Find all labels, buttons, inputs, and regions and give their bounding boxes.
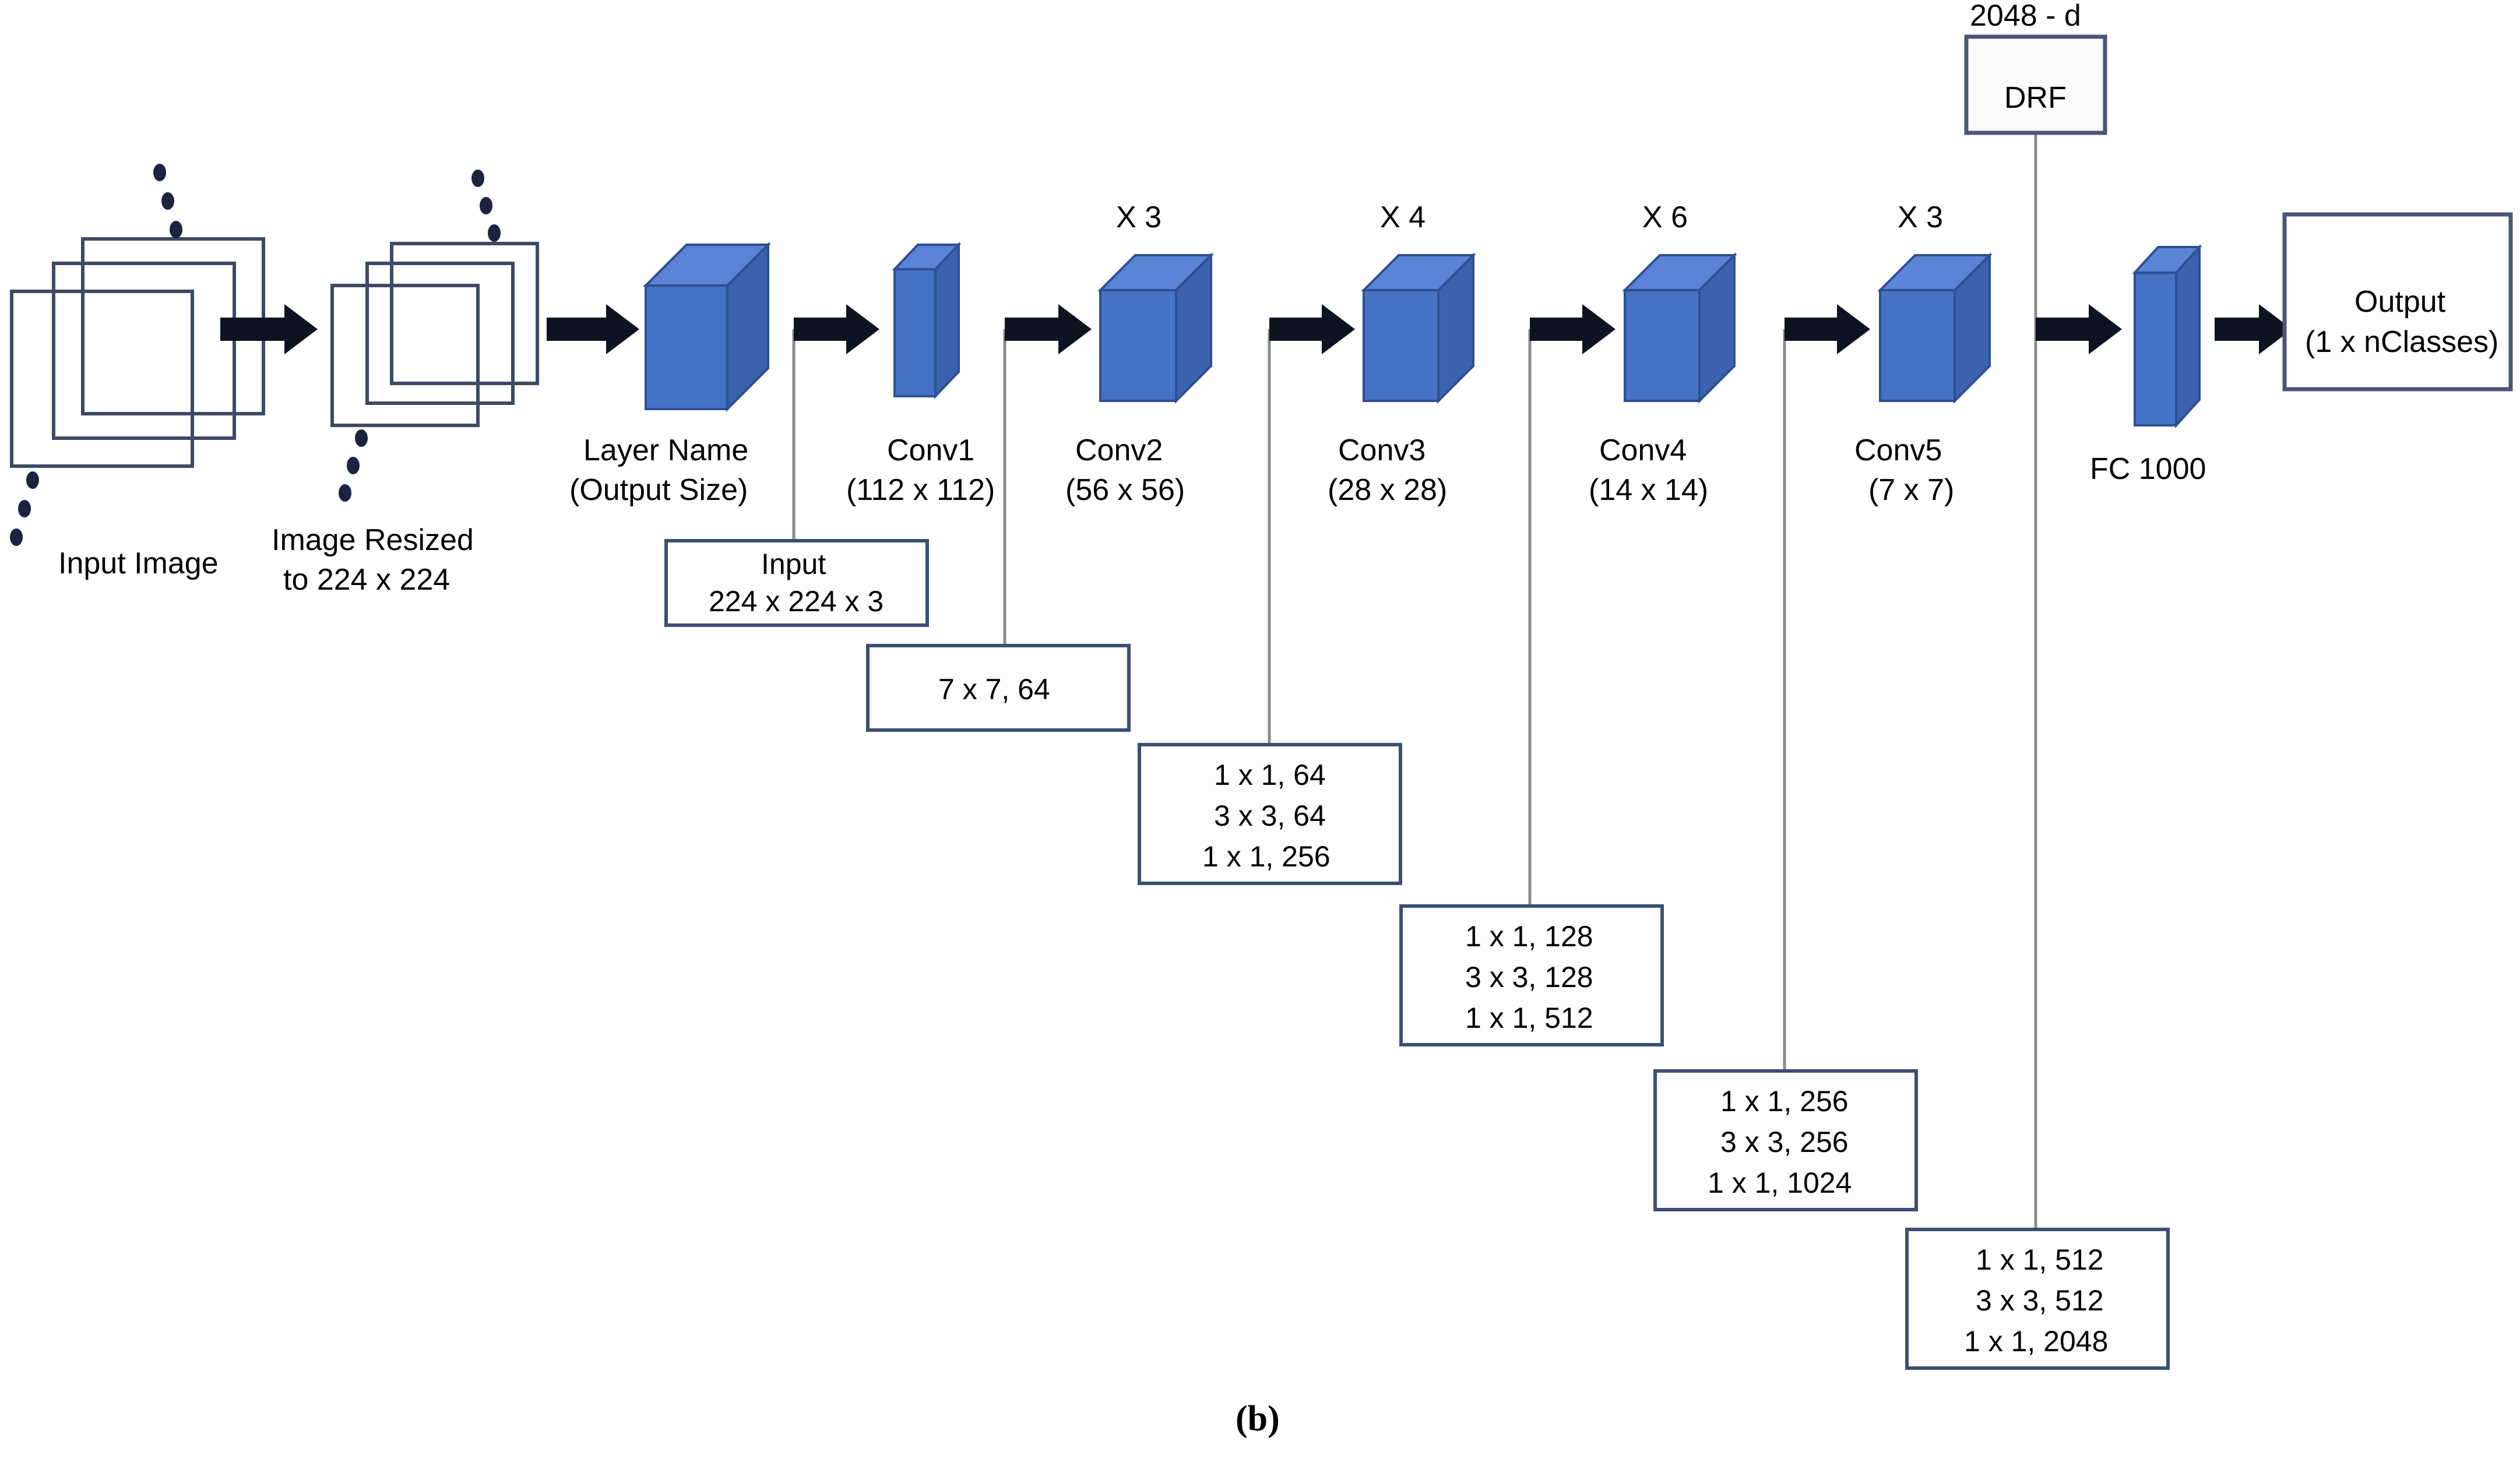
ellipsis-dot (10, 528, 23, 546)
spec-line: 3 x 3, 256 (1720, 1126, 1849, 1158)
spec-line: Input (761, 548, 826, 580)
spec-box-frame (1653, 1069, 1918, 1211)
spec-line: 3 x 3, 64 (1214, 799, 1326, 832)
stage-label-conv5-line1: Conv5 (1854, 434, 1942, 467)
arrow-conv1-to-conv2 (1005, 304, 1092, 354)
cube-front-face (1099, 289, 1177, 402)
multiplier-conv3: X 4 (1380, 200, 1426, 234)
arrow-resized-to-layername (547, 304, 639, 354)
spec-line: 1 x 1, 256 (1720, 1085, 1849, 1118)
input-image-rect-back (10, 290, 194, 468)
spec-box-frame (1905, 1228, 2170, 1370)
ellipsis-dot (355, 429, 368, 447)
stage-label-conv4-line2: (14 x 14) (1589, 473, 1708, 507)
spec-line: 1 x 1, 64 (1214, 759, 1326, 791)
arrow-conv4-to-conv5 (1785, 304, 1870, 354)
cube-side-face (2175, 244, 2201, 429)
resized-image-rect-back (330, 284, 480, 427)
cube-conv2 (1097, 252, 1214, 404)
spec-box-conv2[interactable]: 1 x 1, 64 3 x 3, 64 1 x 1, 256 (1138, 743, 1402, 885)
spec-box-conv5[interactable]: 1 x 1, 512 3 x 3, 512 1 x 1, 2048 (1905, 1228, 2170, 1370)
spec-line: 1 x 1, 128 (1465, 920, 1593, 953)
arrow-conv3-to-conv4 (1530, 304, 1616, 354)
cube-conv3 (1361, 252, 1476, 404)
stage-label-conv1-line1: Conv1 (887, 434, 974, 467)
resized-label-line1: Image Resized (272, 523, 474, 557)
spec-line: 7 x 7, 64 (938, 673, 1050, 706)
spec-box-conv1[interactable]: 7 x 7, 64 (866, 644, 1131, 732)
spec-box-frame (1399, 904, 1664, 1046)
multiplier-conv2: X 3 (1116, 200, 1162, 234)
ellipsis-dot (480, 197, 492, 214)
output-label-line1: Output (2354, 285, 2446, 319)
leader-lines (792, 133, 2037, 1229)
cube-front-face (1363, 289, 1440, 402)
figure-caption: (b) (1236, 1399, 1280, 1439)
stage-label-conv1-line2: (112 x 112) (846, 473, 995, 507)
output-label-line2: (1 x nClasses) (2305, 325, 2498, 359)
cube-conv5 (1877, 252, 1993, 404)
slab-conv1 (892, 242, 962, 399)
arrow-input-to-resized (220, 304, 318, 354)
cube-layer-name (643, 242, 771, 412)
spec-box-frame (1138, 743, 1402, 885)
cube-front-face (2134, 272, 2177, 427)
spec-box-conv3[interactable]: 1 x 1, 128 3 x 3, 128 1 x 1, 512 (1399, 904, 1664, 1046)
ellipsis-dot (153, 164, 166, 181)
stage-label-conv4-line1: Conv4 (1599, 434, 1687, 467)
spec-line: 1 x 1, 1024 (1708, 1167, 1852, 1199)
stage-label-conv2-line2: (56 x 56) (1065, 473, 1185, 507)
stage-label-conv3-line2: (28 x 28) (1328, 473, 1447, 507)
resized-image-stack (330, 170, 539, 502)
ellipsis-dot (26, 471, 39, 489)
resized-label-line2: to 224 x 224 (283, 563, 450, 597)
cube-front-face (1879, 289, 1956, 402)
stage-label-conv5-line2: (7 x 7) (1868, 473, 1954, 507)
spec-line: 1 x 1, 2048 (1964, 1325, 2108, 1358)
arrow-conv5-to-fc (2036, 304, 2122, 354)
spec-box-input[interactable]: Input 224 x 224 x 3 (664, 539, 929, 627)
stage-label-fc1000: FC 1000 (2090, 452, 2206, 486)
arrow-layername-to-conv1 (794, 304, 879, 354)
resized-image-rect-front (390, 242, 539, 385)
cube-conv4 (1622, 252, 1737, 404)
resized-image-rect-mid (365, 262, 515, 405)
spec-box-frame (866, 644, 1131, 732)
cube-front-face (1624, 289, 1701, 402)
spec-line: 1 x 1, 512 (1976, 1243, 2104, 1276)
ellipsis-dot (471, 170, 484, 187)
drf-box-label: DRF (2004, 81, 2067, 115)
cube-side-face (934, 242, 960, 399)
spec-line: 3 x 3, 512 (1976, 1284, 2104, 1317)
cube-front-face (645, 284, 728, 410)
spec-line: 3 x 3, 128 (1465, 961, 1593, 993)
ellipsis-dot (339, 484, 351, 502)
slab-fc1000 (2132, 244, 2202, 429)
stage-label-conv2-line1: Conv2 (1075, 434, 1163, 467)
ellipsis-dot (161, 192, 174, 210)
ellipsis-dot (347, 457, 360, 474)
spec-line: 1 x 1, 512 (1465, 1002, 1593, 1034)
ellipsis-dot (488, 224, 501, 242)
stage-label-layer-name-line2: (Output Size) (569, 473, 748, 507)
stage-label-layer-name-line1: Layer Name (583, 434, 748, 467)
multiplier-conv5: X 3 (1898, 200, 1943, 234)
drf-dimension-label: 2048 - d (1970, 0, 2081, 33)
multiplier-conv4: X 6 (1642, 200, 1688, 234)
ellipsis-dot (170, 221, 182, 238)
ellipsis-dot (18, 500, 31, 517)
arrow-conv2-to-conv3 (1269, 304, 1355, 354)
spec-box-frame (664, 539, 929, 627)
cube-front-face (893, 268, 937, 397)
spec-line: 224 x 224 x 3 (709, 585, 884, 618)
input-image-rect-mid (52, 262, 236, 440)
arrow-fc-to-output (2215, 304, 2292, 354)
drf-box[interactable] (1964, 34, 2107, 135)
output-box[interactable] (2282, 212, 2513, 392)
input-image-label: Input Image (58, 547, 219, 580)
spec-box-conv4[interactable]: 1 x 1, 256 3 x 3, 256 1 x 1, 1024 (1653, 1069, 1918, 1211)
stage-label-conv3-line1: Conv3 (1338, 434, 1426, 467)
spec-line: 1 x 1, 256 (1202, 840, 1331, 873)
